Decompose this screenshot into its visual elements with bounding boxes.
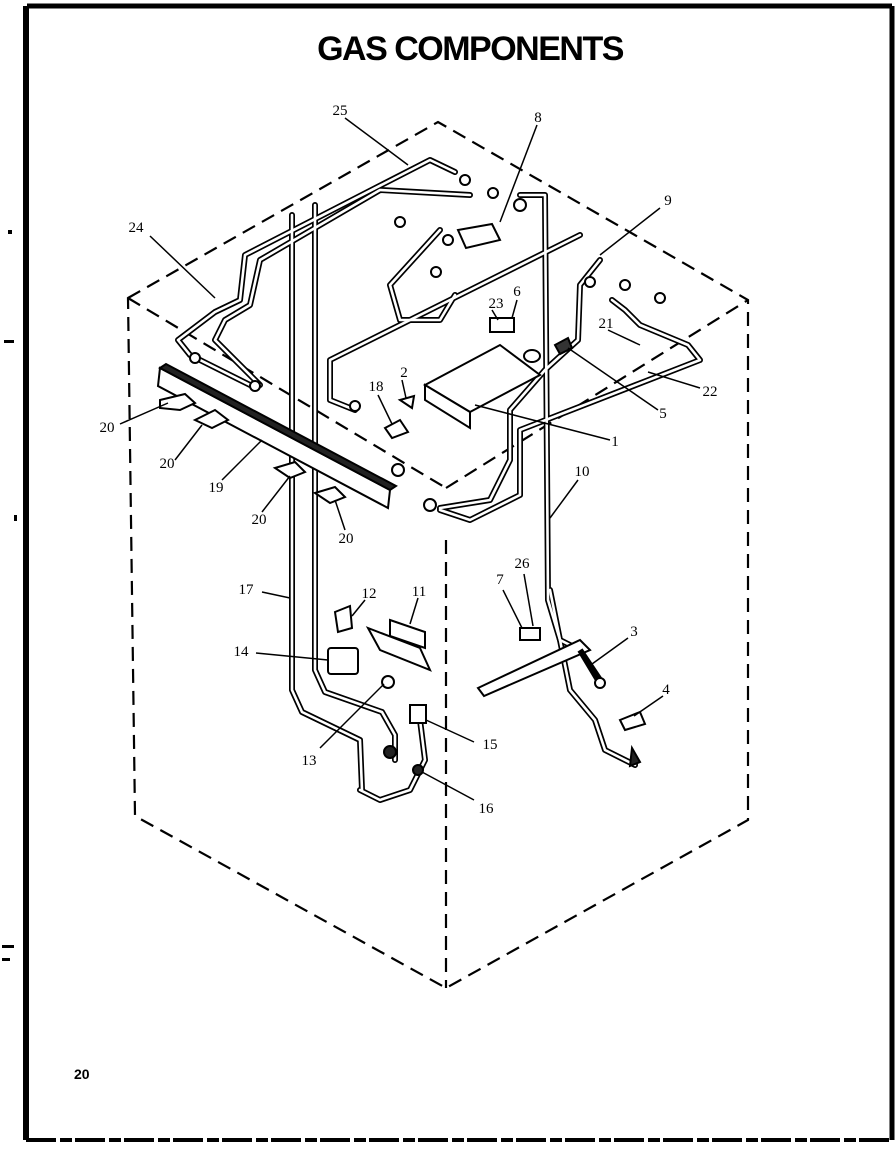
callout-labels: 8 25 9 24 23 6 21 22 5 1 2 18 20 20 19 2…	[100, 103, 718, 817]
callout-8: 8	[534, 110, 542, 126]
callout-17: 17	[239, 582, 255, 598]
callout-18: 18	[369, 379, 384, 395]
burner-tray	[422, 343, 542, 430]
callout-21: 24	[129, 220, 145, 236]
part-25-6	[489, 317, 515, 333]
callout-6: 6	[513, 284, 521, 300]
callout-14: 14	[234, 644, 250, 660]
callout-12: 12	[362, 586, 377, 602]
callout-22: 25	[333, 103, 348, 119]
callout-13: 13	[302, 753, 317, 769]
callout-20c: 20	[252, 512, 267, 528]
leader-lines	[119, 117, 701, 801]
callout-2: 2	[400, 365, 408, 381]
callout-9: 9	[664, 193, 672, 209]
callout-23: 21	[599, 316, 614, 332]
burner-valves	[159, 392, 347, 505]
page-border	[23, 3, 895, 1142]
gas-tubing	[175, 157, 703, 803]
cabinet-outline	[126, 120, 750, 990]
callout-15: 15	[483, 737, 498, 753]
callout-3: 3	[630, 624, 638, 640]
callout-20b: 20	[160, 456, 175, 472]
callout-20d: 20	[339, 531, 354, 547]
callout-7: 7	[496, 572, 504, 588]
control-valve	[442, 198, 527, 250]
callout-5: 5	[659, 406, 667, 422]
scan-marks	[2, 230, 17, 961]
callout-26: 26	[515, 556, 531, 572]
callout-24: 22	[703, 384, 718, 400]
callout-19: 19	[209, 480, 224, 496]
manifold-bar	[156, 362, 398, 510]
callout-4: 4	[662, 682, 670, 698]
small-parts	[189, 174, 666, 776]
callout-16: 16	[479, 801, 495, 817]
callout-1: 1	[611, 434, 619, 450]
callout-10: 10	[575, 464, 590, 480]
callout-25: 23	[489, 296, 504, 312]
callout-20a: 20	[100, 420, 115, 436]
callout-11: 11	[412, 584, 426, 600]
diagram-title: GAS COMPONENTS	[317, 30, 624, 68]
gas-tubing-core	[176, 158, 702, 802]
page-number: 20	[74, 1066, 90, 1082]
